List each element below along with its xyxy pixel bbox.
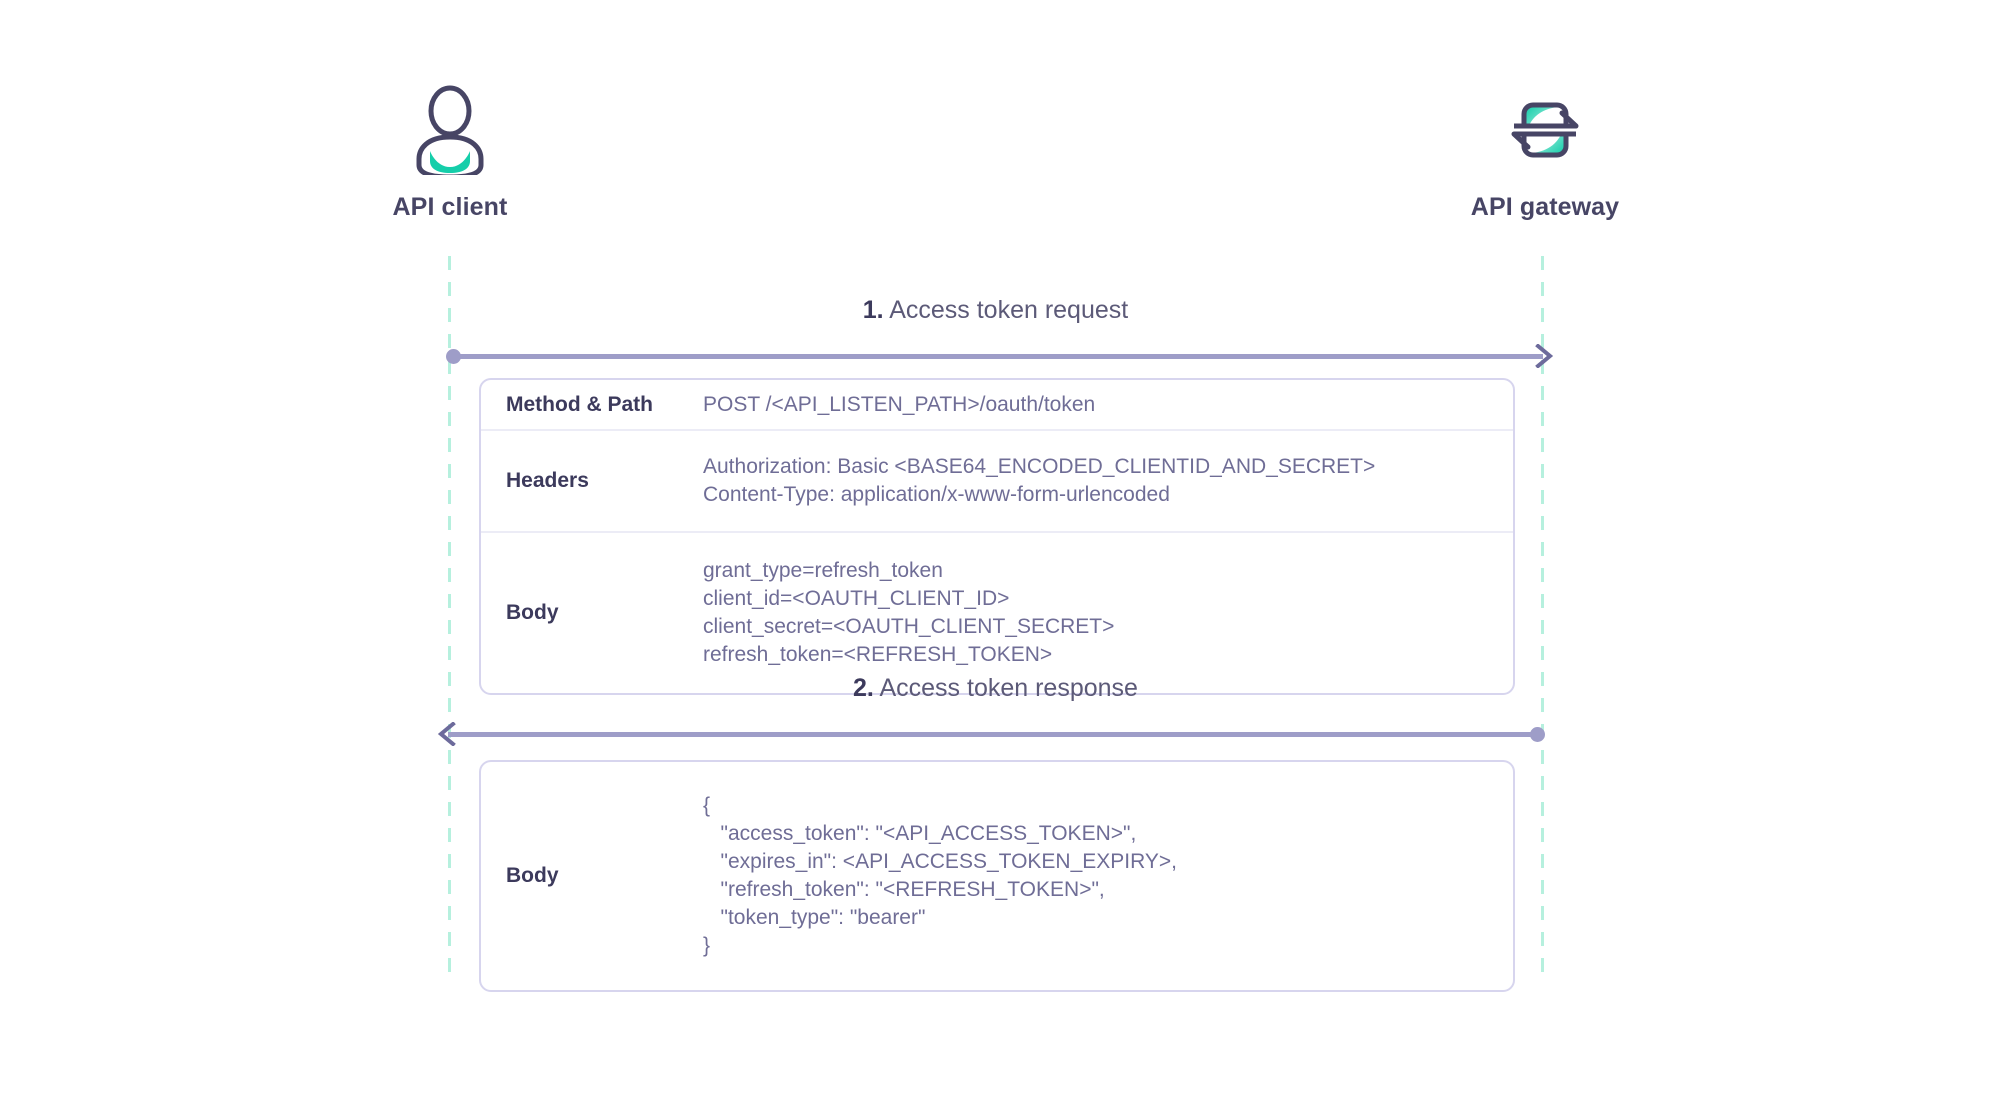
row-key: Method & Path <box>506 392 653 416</box>
value-line: } <box>703 934 711 957</box>
arrow-head-right-icon <box>1531 344 1555 368</box>
value-line: Authorization: Basic <BASE64_ENCODED_CLI… <box>703 455 1376 478</box>
row-key: Headers <box>506 469 589 492</box>
gateway-icon <box>1395 85 1695 175</box>
value-line: { <box>703 794 711 817</box>
message-2-arrow <box>437 722 1545 746</box>
row-key: Body <box>506 864 559 887</box>
value-line: refresh_token=<REFRESH_TOKEN> <box>703 643 1053 666</box>
message-1-text: Access token request <box>889 296 1129 324</box>
response-details-card: Body { "access_token": "<API_ACCESS_TOKE… <box>479 760 1515 992</box>
arrow-origin-dot <box>446 349 461 364</box>
value-line: POST /<API_LISTEN_PATH>/oauth/token <box>703 392 1096 416</box>
message-2-label: 2. Access token response <box>448 676 1543 701</box>
value-line: grant_type=refresh_token <box>703 559 943 582</box>
message-2: 2. Access token response <box>437 676 1545 746</box>
value-line: "expires_in": <API_ACCESS_TOKEN_EXPIRY>, <box>703 850 1178 873</box>
table-row: Method & Path POST /<API_LISTEN_PATH>/oa… <box>481 380 1513 431</box>
value-line: client_secret=<OAUTH_CLIENT_SECRET> <box>703 615 1115 638</box>
actor-api-client: API client <box>300 85 600 222</box>
value-line: "token_type": "bearer" <box>703 906 926 929</box>
message-2-number: 2. <box>853 674 874 702</box>
table-row: Headers Authorization: Basic <BASE64_ENC… <box>481 431 1513 533</box>
lifeline-api-gateway <box>1541 256 1544 976</box>
actor-api-gateway: API gateway <box>1395 85 1695 222</box>
value-line: client_id=<OAUTH_CLIENT_ID> <box>703 587 1010 610</box>
arrow-line <box>448 354 1543 359</box>
value-line: "refresh_token": "<REFRESH_TOKEN>", <box>703 878 1105 901</box>
row-value: { "access_token": "<API_ACCESS_TOKEN>", … <box>703 792 1513 960</box>
message-1: 1. Access token request <box>446 298 1554 368</box>
lifeline-api-client <box>448 256 451 976</box>
row-value: POST /<API_LISTEN_PATH>/oauth/token <box>703 391 1513 419</box>
table-row: Body grant_type=refresh_token client_id=… <box>481 533 1513 693</box>
table-row: Body { "access_token": "<API_ACCESS_TOKE… <box>481 762 1513 990</box>
arrow-head-left-icon <box>436 722 460 746</box>
actor-label-api-gateway: API gateway <box>1470 193 1620 221</box>
message-1-arrow <box>446 344 1554 368</box>
message-1-number: 1. <box>862 296 884 324</box>
row-value: grant_type=refresh_token client_id=<OAUT… <box>703 557 1513 669</box>
request-details-card: Method & Path POST /<API_LISTEN_PATH>/oa… <box>479 378 1515 695</box>
row-key: Body <box>506 601 559 624</box>
value-line: "access_token": "<API_ACCESS_TOKEN>", <box>703 822 1137 845</box>
message-1-label: 1. Access token request <box>448 298 1543 323</box>
arrow-line <box>448 732 1543 737</box>
message-2-text: Access token response <box>879 674 1138 702</box>
actor-label-api-client: API client <box>392 193 508 221</box>
row-value: Authorization: Basic <BASE64_ENCODED_CLI… <box>703 453 1513 509</box>
user-icon <box>300 85 600 175</box>
value-line: Content-Type: application/x-www-form-url… <box>703 483 1170 506</box>
arrow-origin-dot <box>1530 727 1545 742</box>
